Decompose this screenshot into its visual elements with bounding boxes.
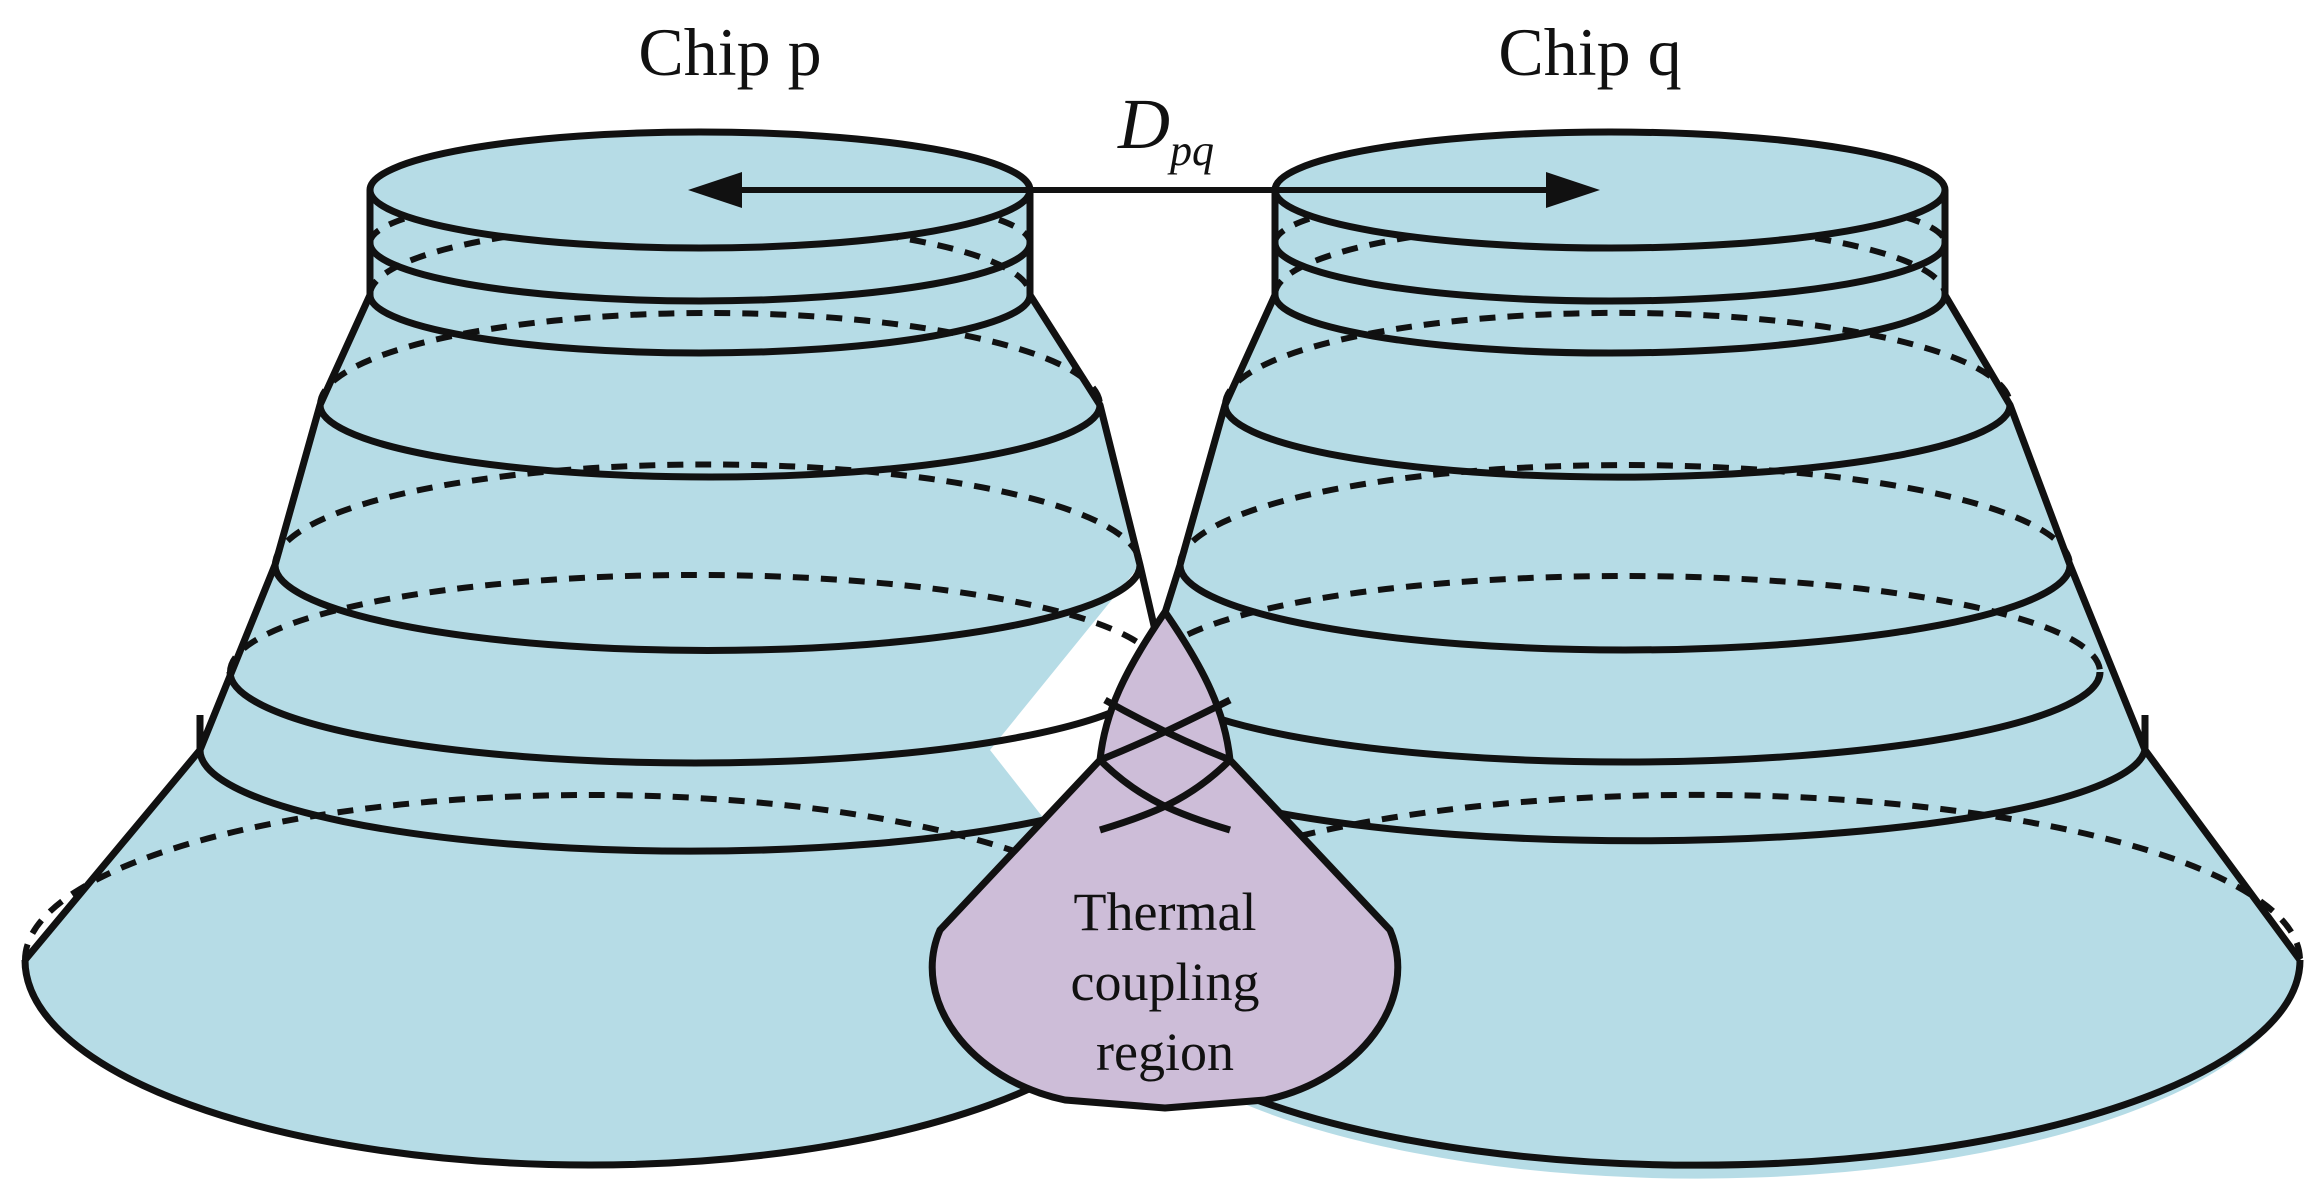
distance-arrow: D pq (688, 84, 1600, 208)
chip-p-edge-left (22, 190, 374, 963)
chip-q-edge-right (1941, 190, 2303, 963)
coupling-crossing-lines (1097, 696, 1233, 834)
chip-p-label: Chip p (638, 14, 821, 90)
thermal-coupling-region: Thermal coupling region (928, 608, 1402, 1112)
chip-q-label: Chip q (1498, 14, 1681, 90)
distance-label-subscript: pq (1167, 126, 1214, 175)
coupling-region-shape (928, 608, 1402, 1112)
arrowhead-right-icon (1546, 172, 1600, 208)
distance-label: D (1117, 84, 1170, 164)
chip-q-body (1095, 190, 2300, 1179)
region-label-line3: region (1096, 1022, 1234, 1082)
arrowhead-left-icon (688, 172, 742, 208)
region-label-line2: coupling (1071, 952, 1260, 1012)
chip-p-body (25, 190, 1155, 1165)
region-label-line1: Thermal (1074, 882, 1257, 942)
chip-q-stack (1091, 128, 2304, 1179)
